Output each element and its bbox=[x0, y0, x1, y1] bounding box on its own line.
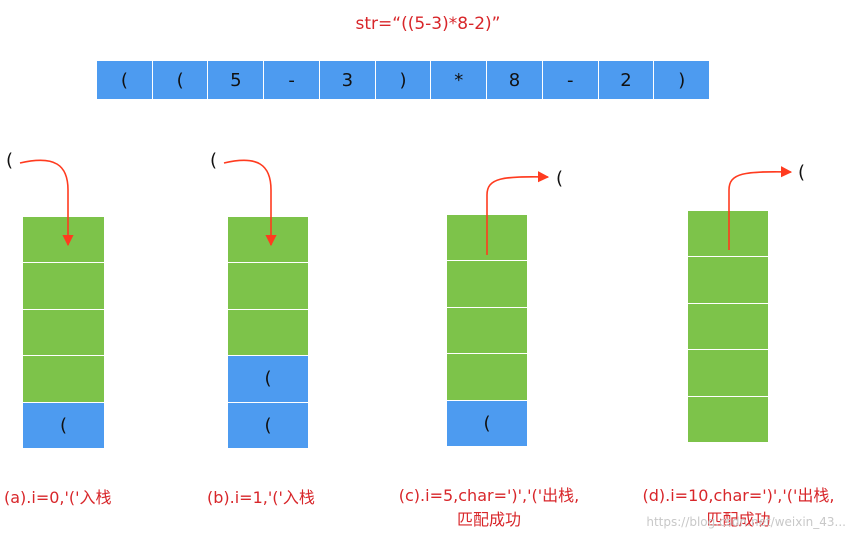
stack-slot bbox=[688, 303, 768, 351]
panel-c-caption-line2: 匹配成功 bbox=[456, 510, 521, 529]
stack-slot: ( bbox=[228, 402, 308, 449]
panel-c-outgoing-paren: ( bbox=[556, 168, 564, 189]
panel-a-incoming-paren: ( bbox=[6, 150, 14, 171]
strip-cell: - bbox=[264, 61, 320, 99]
panel-b-caption-line1: (b).i=1,'('入栈 bbox=[207, 488, 315, 507]
panel-d-caption-line1: (d).i=10,char=')','('出栈, bbox=[642, 486, 835, 505]
stack-slot: ( bbox=[228, 356, 308, 403]
pop-arrow-d bbox=[728, 166, 793, 250]
stack-slot bbox=[23, 263, 104, 310]
panel-c-stack: ( bbox=[447, 215, 527, 447]
panel-b-caption: (b).i=1,'('入栈 bbox=[207, 486, 315, 510]
stack-slot bbox=[688, 257, 768, 304]
panel-a-caption: (a).i=0,'('入栈 bbox=[4, 486, 112, 510]
stack-slot bbox=[447, 307, 527, 355]
strip-cell: 2 bbox=[598, 61, 655, 99]
panel-c-caption: (c).i=5,char=')','('出栈, 匹配成功 bbox=[389, 484, 589, 532]
stack-slot: ( bbox=[447, 400, 527, 447]
panel-c-caption-line1: (c).i=5,char=')','('出栈, bbox=[398, 486, 580, 505]
panel-d-outgoing-paren: ( bbox=[798, 162, 806, 183]
panel-a-caption-line1: (a).i=0,'('入栈 bbox=[4, 488, 112, 507]
stack-slot bbox=[228, 309, 308, 357]
strip-cell: 3 bbox=[319, 61, 376, 99]
push-arrow-a bbox=[19, 159, 74, 247]
strip-cell: ( bbox=[152, 61, 209, 99]
stack-slot bbox=[447, 354, 527, 401]
strip-cell: - bbox=[542, 61, 599, 99]
watermark: https://blog.csdn.net/weixin_43... bbox=[646, 515, 846, 529]
strip-cell: 8 bbox=[487, 61, 543, 99]
strip-cell: ) bbox=[375, 61, 432, 99]
stack-slot bbox=[688, 350, 768, 397]
panel-b-incoming-paren: ( bbox=[210, 150, 218, 171]
stack-slot bbox=[23, 356, 104, 403]
panel-d-stack bbox=[688, 211, 768, 443]
panel-b-stack: (( bbox=[228, 217, 308, 449]
stack-slot bbox=[688, 396, 768, 443]
stack-slot bbox=[23, 309, 104, 357]
panel-a-stack: ( bbox=[23, 217, 104, 449]
strip-cell: * bbox=[431, 61, 488, 99]
strip-cell: ) bbox=[654, 61, 710, 99]
strip-cell: 5 bbox=[208, 61, 265, 99]
panel-d-caption: (d).i=10,char=')','('出栈, 匹配成功 bbox=[631, 484, 846, 532]
strip-cell: ( bbox=[97, 61, 153, 99]
string-strip: ((5-3)*8-2) bbox=[97, 61, 710, 99]
stack-slot: ( bbox=[23, 402, 104, 449]
panel-d-caption-line2: 匹配成功 bbox=[706, 510, 771, 529]
push-arrow-b bbox=[223, 159, 277, 247]
stack-slot bbox=[447, 261, 527, 308]
stack-slot bbox=[228, 263, 308, 310]
pop-arrow-c bbox=[486, 171, 550, 255]
stack-slot bbox=[688, 211, 768, 258]
expression-title: str=“((5-3)*8-2)” bbox=[355, 14, 501, 34]
